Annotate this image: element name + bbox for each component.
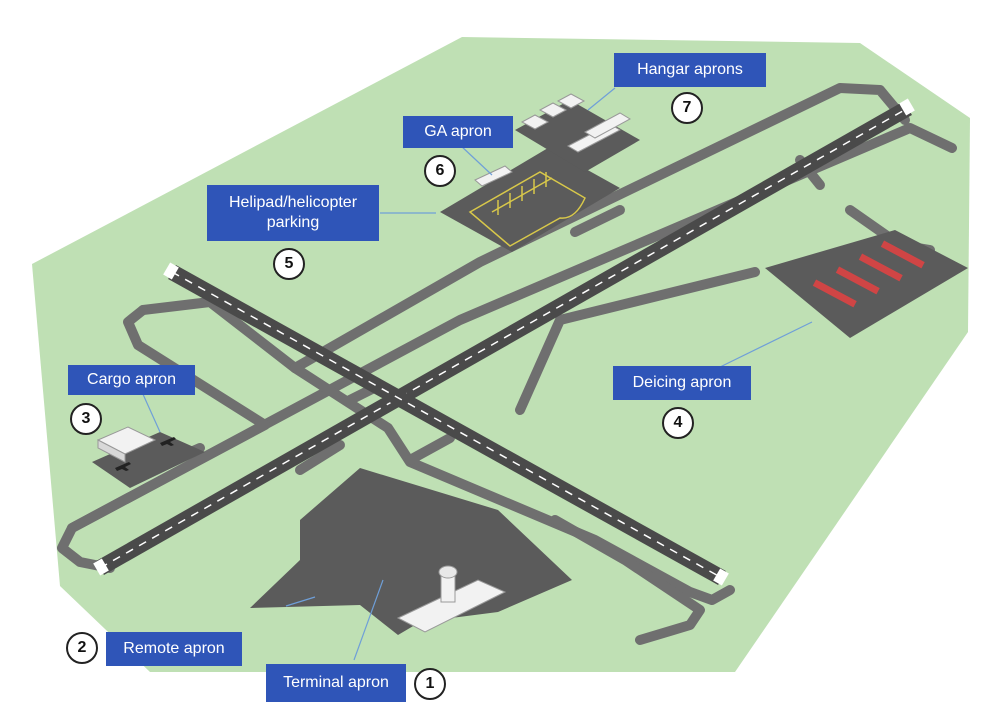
runway-threshold	[899, 98, 915, 116]
remote-apron-number: 2	[66, 632, 98, 664]
taxiway-west	[57, 305, 270, 573]
hangar	[520, 114, 550, 130]
deicing-pad	[858, 253, 903, 282]
arrow-remote	[285, 596, 316, 607]
helipad-number: 5	[273, 248, 305, 280]
hangar-aprons-number: 7	[671, 92, 703, 124]
taxiway-link-2	[405, 433, 455, 465]
ga-apron-number: 6	[424, 155, 456, 187]
runway-threshold	[93, 558, 109, 576]
arrow-hangar	[587, 87, 616, 111]
remote-apron-label: Remote apron	[106, 632, 242, 666]
deicing-apron-label: Deicing apron	[613, 366, 751, 400]
ga-apron-label: GA apron	[403, 116, 513, 148]
arrow-ga	[459, 144, 493, 176]
arrow-deicing	[717, 321, 813, 369]
cargo-apron-number: 3	[70, 403, 102, 435]
cargo-aircraft	[115, 437, 176, 471]
deicing-pad	[835, 266, 880, 295]
hangar-buildings	[520, 93, 632, 153]
taxiway-south-east	[550, 515, 705, 645]
taxiway-link-3	[295, 440, 345, 475]
taxiway-deicing-connector	[515, 267, 760, 415]
ga-apron-pavement	[440, 148, 620, 252]
arrow-cargo	[141, 391, 161, 433]
deicing-apron-number: 4	[662, 407, 694, 439]
cargo-building-side	[97, 439, 126, 463]
taxiway-ga-connector	[570, 205, 625, 237]
cargo-apron-label: Cargo apron	[68, 365, 195, 395]
ga-parking-marks	[491, 172, 553, 215]
control-tower-cab	[438, 565, 458, 579]
arrow-terminal	[353, 579, 384, 661]
hangar	[538, 102, 568, 118]
hangar	[556, 93, 586, 109]
cargo-apron-pavement	[92, 432, 205, 488]
deicing-pads	[812, 240, 925, 308]
hangar-apron-pavement	[515, 100, 640, 172]
hangar-aprons-label: Hangar aprons	[614, 53, 766, 87]
terminal-apron-number: 1	[414, 668, 446, 700]
runway-threshold	[163, 262, 179, 280]
aircraft-icon	[115, 462, 131, 471]
aircraft-icon	[160, 437, 176, 446]
runway-threshold	[713, 568, 729, 586]
hangar	[583, 112, 632, 139]
helipad-label: Helipad/helicopter parking	[207, 185, 379, 241]
runway-nw-se	[168, 265, 726, 585]
deicing-pad	[880, 240, 925, 269]
ga-parking-outline	[468, 171, 586, 247]
terminal-apron-label: Terminal apron	[266, 664, 406, 702]
deicing-pad	[812, 279, 857, 308]
runway-ne-sw-centerline	[99, 107, 909, 569]
ga-hangar	[474, 165, 513, 187]
